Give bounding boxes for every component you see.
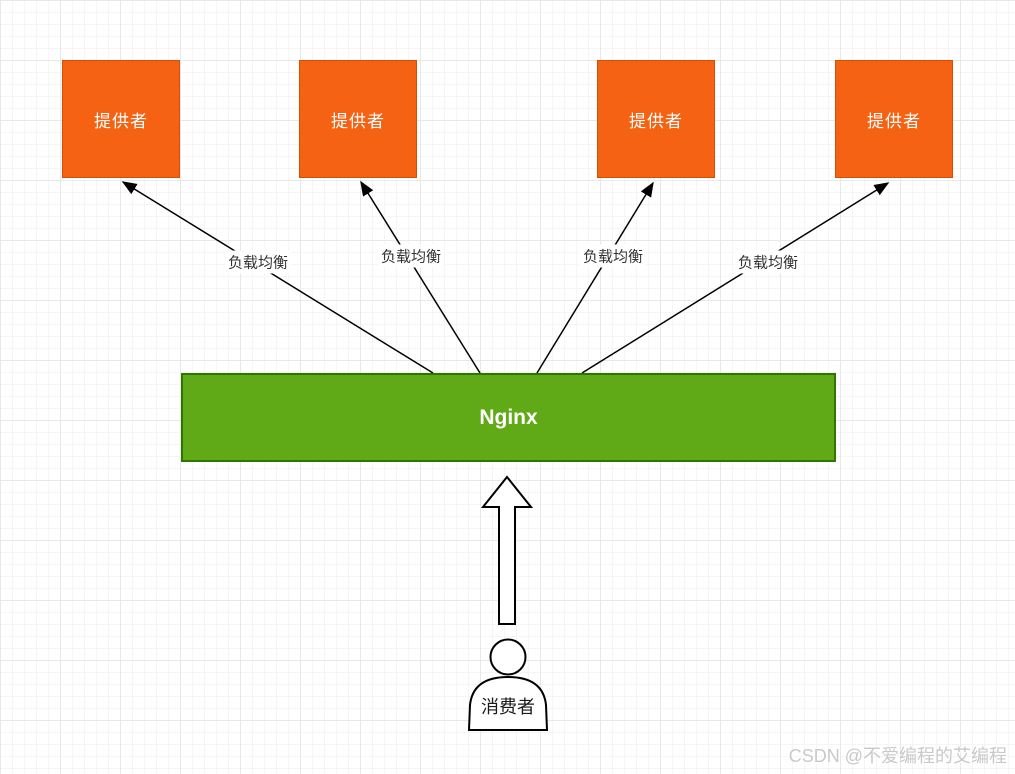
- provider-box-3: 提供者: [597, 60, 715, 178]
- person-icon: [467, 638, 549, 731]
- watermark-text: CSDN @不爱编程的艾编程: [788, 746, 1007, 766]
- nginx-label: Nginx: [479, 405, 538, 429]
- edge-label-load-balance-1: 负载均衡: [224, 250, 292, 274]
- provider-label: 提供者: [331, 111, 385, 131]
- consumer-label: 消费者: [481, 697, 535, 717]
- provider-label: 提供者: [94, 111, 148, 131]
- load-balance-arrow-1: [121, 181, 434, 374]
- edge-label-load-balance-4: 负载均衡: [734, 250, 802, 274]
- provider-label: 提供者: [629, 111, 683, 131]
- edge-label-load-balance-3: 负载均衡: [579, 244, 647, 268]
- provider-box-4: 提供者: [835, 60, 953, 178]
- load-balance-arrow-3: [536, 181, 654, 374]
- edge-label-load-balance-2: 负载均衡: [377, 244, 445, 268]
- load-balance-arrow-2: [360, 180, 481, 374]
- provider-label: 提供者: [867, 111, 921, 131]
- nginx-box: Nginx: [181, 373, 836, 462]
- load-balance-arrow-4: [581, 182, 890, 374]
- provider-box-1: 提供者: [62, 60, 180, 178]
- up-arrow-icon: [480, 475, 534, 625]
- provider-box-2: 提供者: [299, 60, 417, 178]
